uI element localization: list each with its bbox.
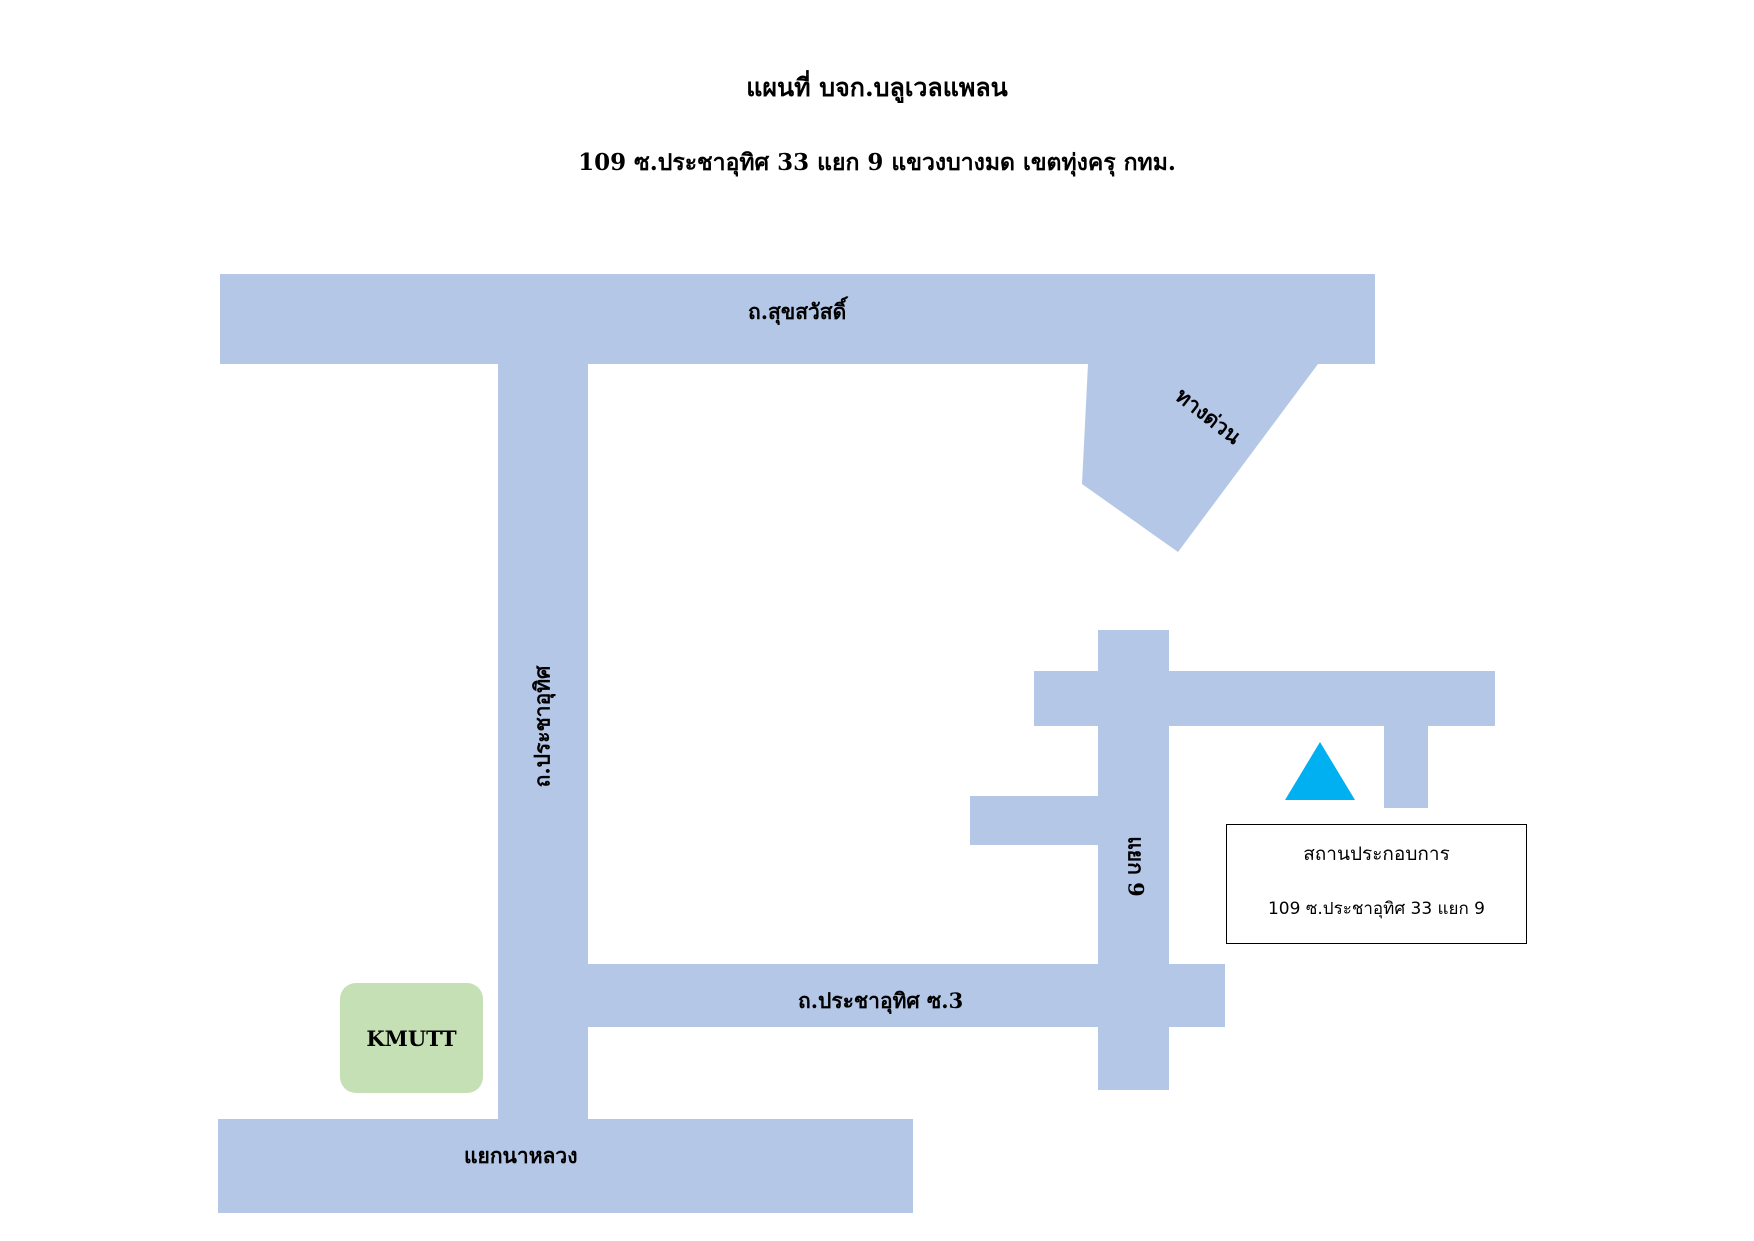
road-branch-top	[1034, 671, 1495, 726]
landmark-kmutt: KMUTT	[340, 983, 483, 1093]
label-na-luang: แยกนาหลวง	[464, 1143, 578, 1168]
road-branch-stub	[1384, 726, 1428, 808]
road-na-luang	[218, 1119, 913, 1213]
road-suksawat	[220, 274, 1375, 364]
location-name: สถานประกอบการ	[1303, 843, 1450, 865]
map-address: 109 ซ.ประชาอุทิศ 33 แยก 9 แขวงบางมด เขตท…	[578, 149, 1176, 176]
label-yaek9: แยก 9	[1123, 836, 1149, 897]
label-pracha-uthit: ถ.ประชาอุทิศ	[529, 665, 555, 788]
triangle-marker-icon	[1285, 742, 1355, 800]
landmark-kmutt-label: KMUTT	[366, 1025, 457, 1051]
label-pracha-uthit-soi3: ถ.ประชาอุทิศ ซ.3	[798, 988, 964, 1013]
location-info-box: สถานประกอบการ 109 ซ.ประชาอุทิศ 33 แยก 9	[1226, 824, 1527, 944]
road-branch-left	[970, 796, 1098, 845]
label-suksawat: ถ.สุขสวัสดิ์	[748, 299, 847, 324]
location-address: 109 ซ.ประชาอุทิศ 33 แยก 9	[1267, 899, 1485, 919]
map-title: แผนที่ บจก.บลูเวลแพลน	[746, 73, 1008, 102]
